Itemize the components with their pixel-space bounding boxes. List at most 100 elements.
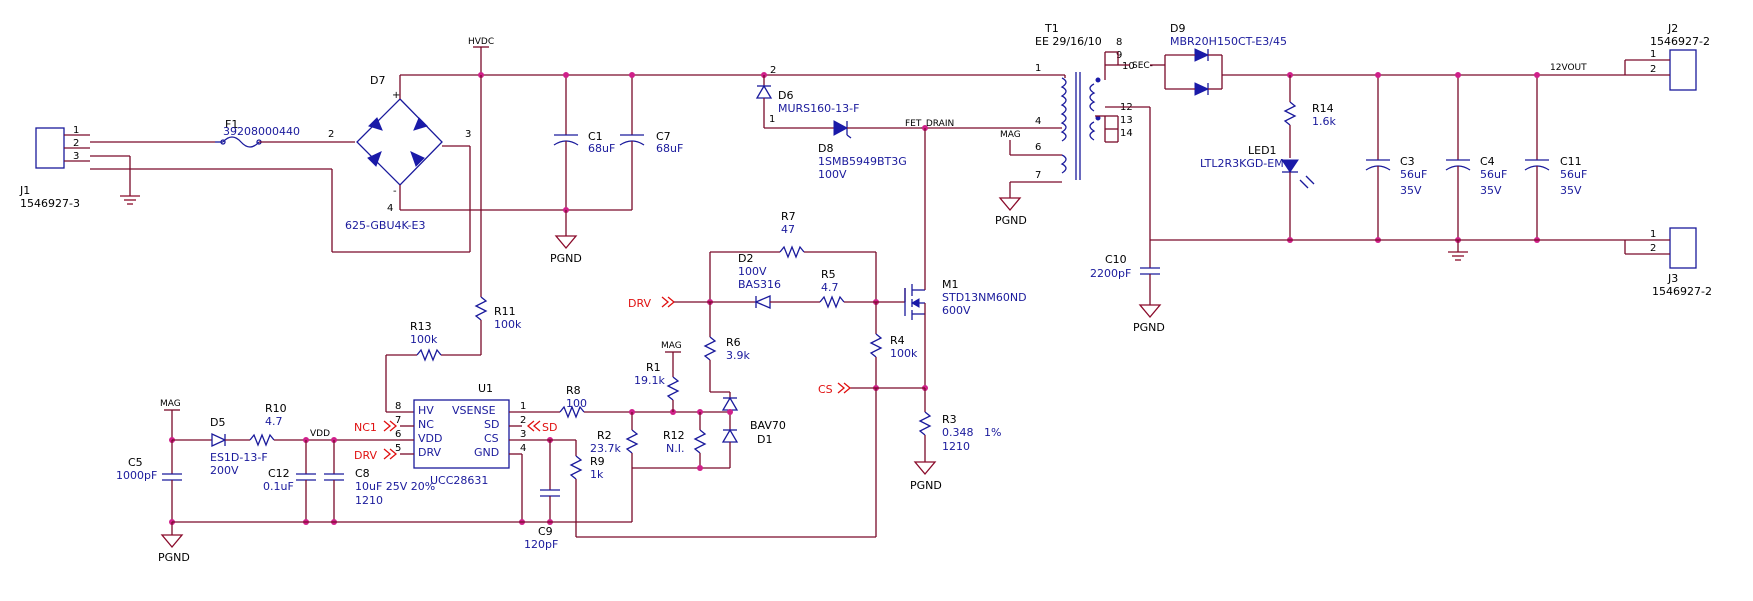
d1-ref: D1 <box>757 433 772 446</box>
c9-value: 120pF <box>524 538 558 551</box>
ic-u1: U1 HV NC VDD DRV VSENSE SD CS GND 8 7 6 … <box>395 382 526 487</box>
port-drv-u1: DRV <box>354 448 398 462</box>
svg-text:HV: HV <box>418 404 434 417</box>
capacitor-c5: C5 1000pF <box>116 440 182 522</box>
c9-ref: C9 <box>538 525 553 538</box>
port-drv-gate: DRV <box>628 296 676 310</box>
c11-value: 56uF <box>1560 168 1587 181</box>
svg-text:1: 1 <box>769 114 775 125</box>
resistor-r14: R14 1.6k <box>1283 75 1336 158</box>
net-12vout: 12VOUT <box>1550 63 1587 73</box>
d5-value: ES1D-13-F <box>210 451 268 464</box>
f1-value-label: 39208000440 <box>223 125 300 138</box>
c4-value: 56uF <box>1480 168 1507 181</box>
svg-text:SD: SD <box>542 421 557 434</box>
resistor-r3: R3 0.348 1% 1210 <box>918 388 1001 462</box>
net-mag-r1: MAG <box>661 341 682 351</box>
r2-ref: R2 <box>597 429 612 442</box>
capacitor-c11: C11 56uF 35V <box>1524 75 1587 240</box>
j1-pin-1: 1 <box>73 125 79 136</box>
d6-value: MURS160-13-F <box>778 102 859 115</box>
c8-ref: C8 <box>355 467 370 480</box>
svg-text:6: 6 <box>1035 142 1041 153</box>
m1-ref: M1 <box>942 278 959 291</box>
resistor-r2: R2 23.7k <box>590 412 639 468</box>
svg-text:PGND: PGND <box>550 252 582 265</box>
r1-ref: R1 <box>646 361 661 374</box>
c5-value: 1000pF <box>116 469 157 482</box>
c4-ref: C4 <box>1480 155 1495 168</box>
c8-value: 10uF 25V 20% <box>355 480 435 493</box>
r1-value: 19.1k <box>634 374 665 387</box>
d7-ref: D7 <box>370 74 385 87</box>
r13-value: 100k <box>410 333 438 346</box>
pgnd-symbol-5: PGND <box>158 534 190 564</box>
r11-ref: R11 <box>494 305 516 318</box>
r14-value: 1.6k <box>1312 115 1336 128</box>
diode-d5: D5 ES1D-13-F 200V <box>210 416 268 477</box>
d1-value: BAV70 <box>750 419 786 432</box>
d7-minus: - <box>393 186 397 197</box>
r8-value: 100 <box>566 397 587 410</box>
svg-text:CS: CS <box>818 383 833 396</box>
svg-text:NC1: NC1 <box>354 421 377 434</box>
svg-text:7: 7 <box>395 415 401 426</box>
svg-text:PGND: PGND <box>1133 321 1165 334</box>
svg-text:PGND: PGND <box>158 551 190 564</box>
c12-value: 0.1uF <box>263 480 294 493</box>
c3-ref: C3 <box>1400 155 1415 168</box>
svg-text:13: 13 <box>1120 115 1133 126</box>
c1-ref: C1 <box>588 130 603 143</box>
r9-ref: R9 <box>590 455 605 468</box>
r7-value: 47 <box>781 223 795 236</box>
svg-text:3: 3 <box>520 429 526 440</box>
d9-ref: D9 <box>1170 22 1185 35</box>
led1-ref: LED1 <box>1248 144 1277 157</box>
j1-ref: J1 <box>19 184 30 197</box>
svg-text:7: 7 <box>1035 170 1041 181</box>
svg-text:4: 4 <box>520 443 526 454</box>
svg-text:1: 1 <box>520 401 526 412</box>
svg-text:2: 2 <box>520 415 526 426</box>
r3-value: 0.348 <box>942 426 974 439</box>
c1-value: 68uF <box>588 142 615 155</box>
d7-plus: + <box>392 90 400 101</box>
capacitor-c1: C1 68uF <box>553 75 615 210</box>
transformer-t1: T1 EE 29/16/10 1 4 6 7 8 9 10 12 13 14 <box>1035 22 1135 181</box>
ground-symbol-out <box>1448 251 1468 261</box>
r6-value: 3.9k <box>726 349 750 362</box>
svg-text:SD: SD <box>484 418 499 431</box>
svg-text:6: 6 <box>395 429 401 440</box>
r3-pkg: 1210 <box>942 440 970 453</box>
c10-ref: C10 <box>1105 253 1127 266</box>
svg-text:10: 10 <box>1122 61 1135 72</box>
u1-value: UCC28631 <box>430 474 488 487</box>
svg-text:PGND: PGND <box>995 214 1027 227</box>
pgnd-symbol-2: PGND <box>995 197 1027 227</box>
d2-volt: 100V <box>738 265 767 278</box>
c3-value: 56uF <box>1400 168 1427 181</box>
resistor-r6: R6 3.9k <box>703 302 750 392</box>
svg-text:9: 9 <box>1116 50 1122 61</box>
port-nc1: NC1 <box>354 420 398 434</box>
j3-value: 1546927-2 <box>1652 285 1712 298</box>
capacitor-c9: C9 120pF <box>524 440 560 551</box>
diode-d6: 2 1 D6 MURS160-13-F <box>755 65 859 128</box>
r5-value: 4.7 <box>821 281 839 294</box>
c11-volt: 35V <box>1560 184 1582 197</box>
j1-pin-3: 3 <box>73 151 79 162</box>
diode-d9: D9 MBR20H150CT-E3/45 <box>1150 22 1600 96</box>
m1-volt: 600V <box>942 304 971 317</box>
r8-ref: R8 <box>566 384 581 397</box>
r3-tol: 1% <box>984 426 1001 439</box>
led1-value: LTL2R3KGD-EM <box>1200 157 1284 170</box>
svg-text:1: 1 <box>1650 49 1656 60</box>
net-mag-t1: MAG <box>1000 130 1021 140</box>
capacitor-c7: C7 68uF <box>619 75 683 210</box>
svg-text:8: 8 <box>395 401 401 412</box>
d8-volt: 100V <box>818 168 847 181</box>
net-mag-d5: MAG <box>160 399 181 409</box>
d7-pin-4: 4 <box>387 203 393 214</box>
port-sd: SD <box>526 420 557 434</box>
